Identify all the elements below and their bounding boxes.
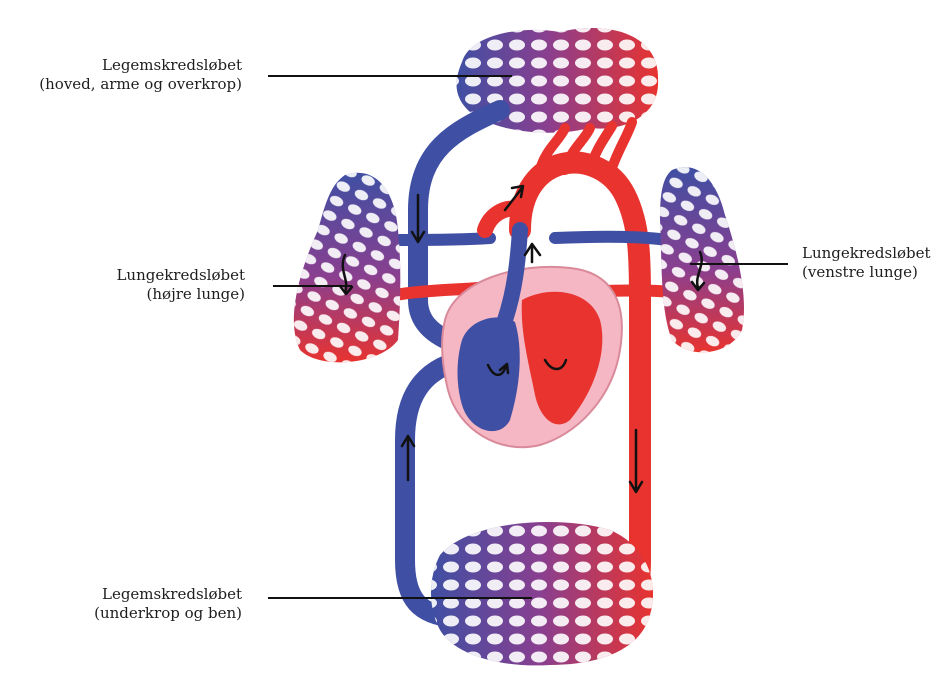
label-upper-line1: Legemskredsløbet [39, 56, 242, 75]
right-lung-capillaries [294, 173, 400, 363]
label-lower-line2: (underkrop og ben) [94, 604, 242, 623]
label-right-lung-line1: Lungekredsløbet [116, 266, 245, 285]
label-left-lung-line1: Lungekredsløbet [802, 244, 931, 263]
label-right-lung-line2: (højre lunge) [116, 285, 245, 304]
label-upper-body-circulation: Legemskredsløbet (hoved, arme og overkro… [39, 56, 242, 94]
label-upper-line2: (hoved, arme og overkrop) [39, 75, 242, 94]
label-lower-body-circulation: Legemskredsløbet (underkrop og ben) [94, 585, 242, 623]
label-left-lung-circulation: Lungekredsløbet (venstre lunge) [802, 244, 931, 282]
label-left-lung-line2: (venstre lunge) [802, 263, 931, 282]
label-right-lung-circulation: Lungekredsløbet (højre lunge) [116, 266, 245, 304]
lower-body-capillary-bed [431, 522, 653, 665]
label-lower-line1: Legemskredsløbet [94, 585, 242, 604]
